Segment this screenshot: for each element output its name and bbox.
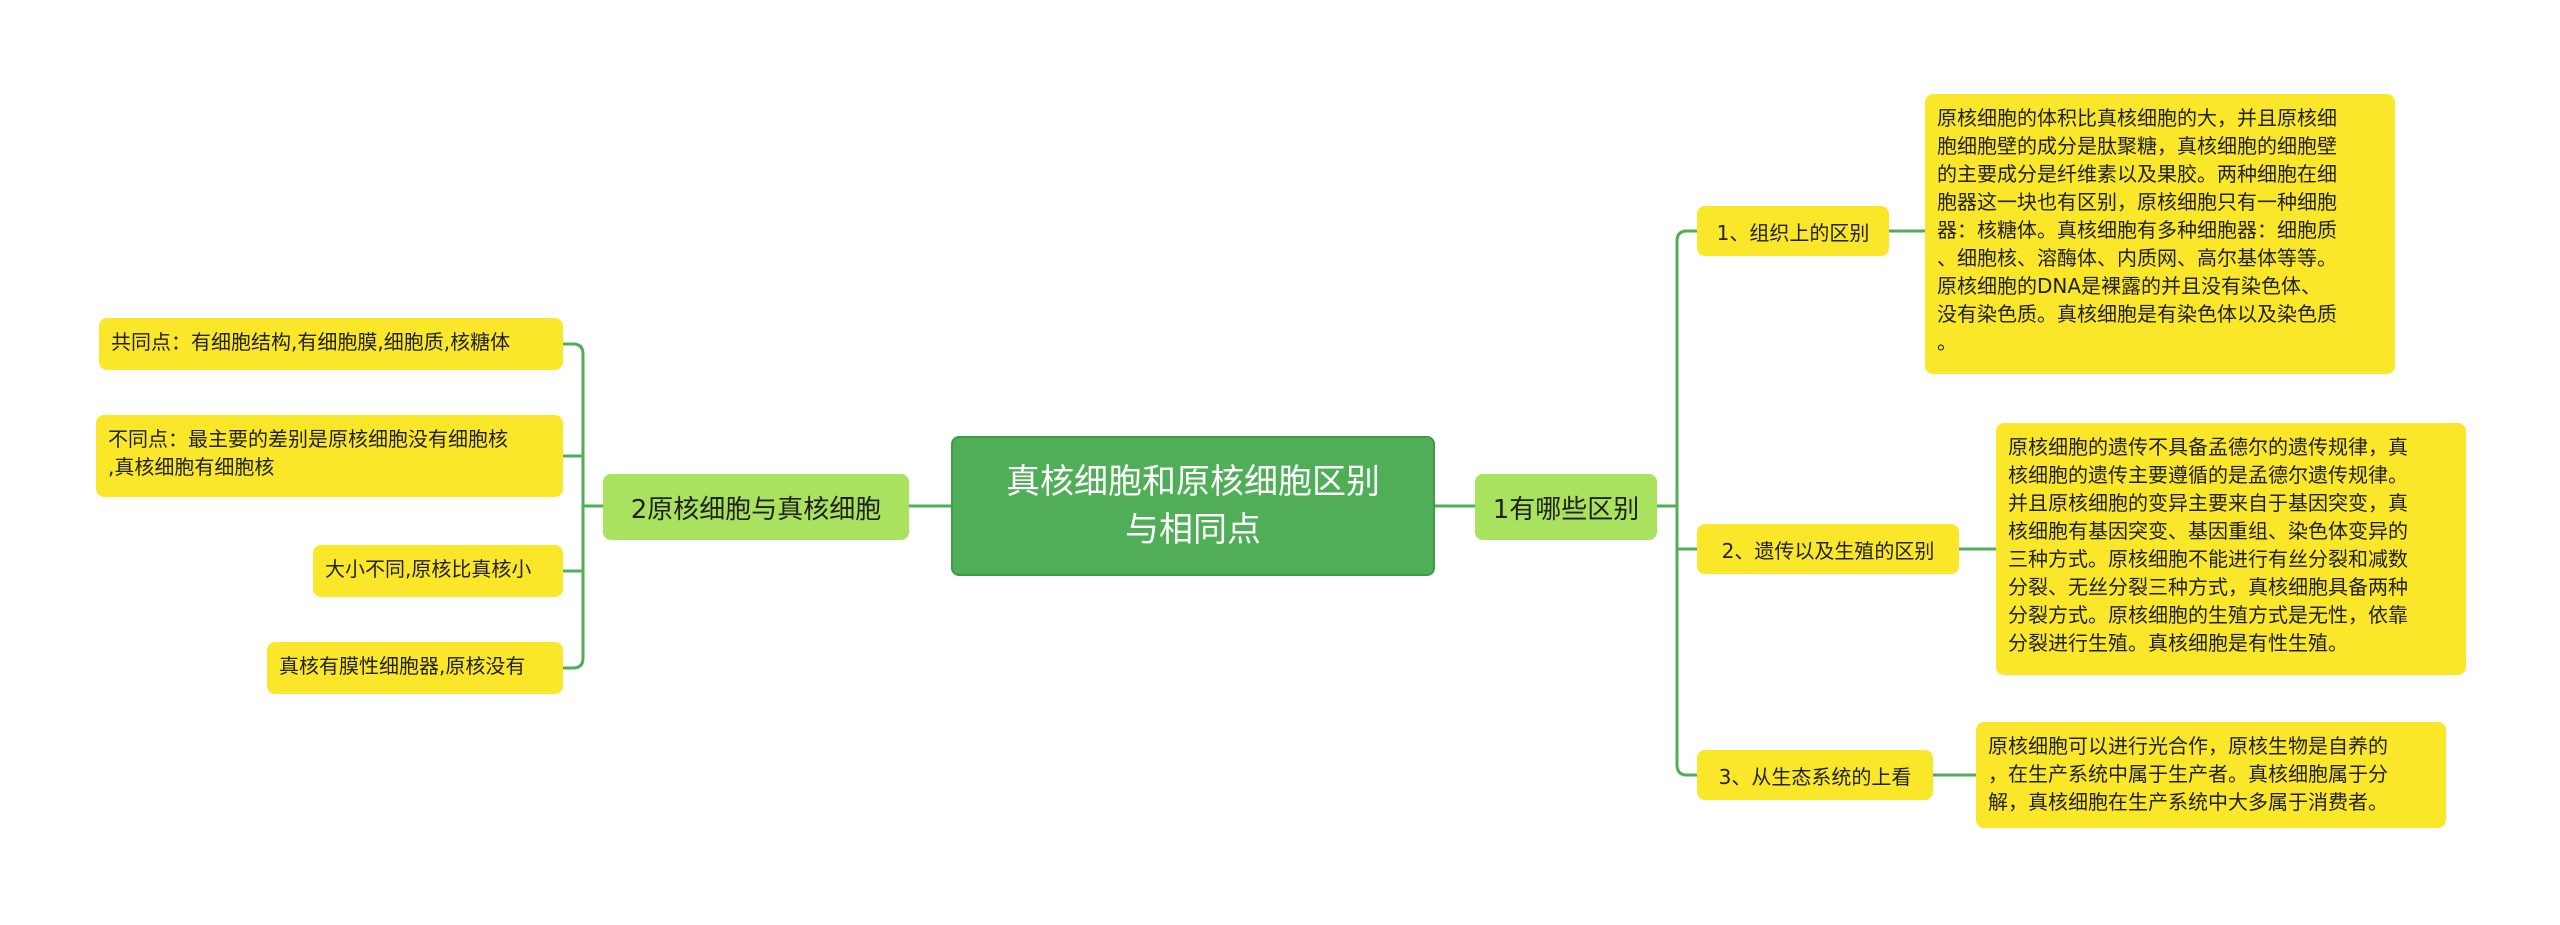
connector-left-trunk (561, 342, 605, 670)
topic-organization[interactable]: 1、组织上的区别 (1697, 206, 1889, 256)
root-topic[interactable]: 真核细胞和原核细胞区别 与相同点 (951, 436, 1435, 576)
branch-differences-label: 1有哪些区别 (1492, 494, 1640, 525)
detail-organization[interactable]: 原核细胞的体积比真核细胞的大，并且原核细 胞细胞壁的成分是肽聚糖，真核细胞的细胞… (1925, 94, 2395, 374)
topic-ecosystem-label: 3、从生态系统的上看 (1718, 764, 1912, 789)
connector-right-trunk (1655, 229, 1699, 777)
topic-heredity-reproduction[interactable]: 2、遗传以及生殖的区别 (1697, 524, 1959, 574)
leaf-similarities[interactable]: 共同点：有细胞结构,有细胞膜,细胞质,核糖体 (99, 318, 563, 370)
leaf-organelles[interactable]: 真核有膜性细胞器,原核没有 (267, 642, 563, 694)
detail-heredity-reproduction[interactable]: 原核细胞的遗传不具备孟德尔的遗传规律，真 核细胞的遗传主要遵循的是孟德尔遗传规律… (1996, 423, 2466, 675)
branch-differences[interactable]: 1有哪些区别 (1475, 474, 1657, 540)
topic-heredity-reproduction-label: 2、遗传以及生殖的区别 (1721, 538, 1935, 563)
leaf-differences[interactable]: 不同点：最主要的差别是原核细胞没有细胞核 ,真核细胞有细胞核 (96, 415, 563, 497)
detail-ecosystem[interactable]: 原核细胞可以进行光合作，原核生物是自养的 ，在生产系统中属于生产者。真核细胞属于… (1976, 722, 2446, 828)
root-topic-text: 真核细胞和原核细胞区别 与相同点 (1006, 462, 1380, 550)
topic-ecosystem[interactable]: 3、从生态系统的上看 (1697, 750, 1933, 800)
topic-organization-label: 1、组织上的区别 (1716, 220, 1870, 245)
branch-comparison-label: 2原核细胞与真核细胞 (630, 494, 882, 525)
branch-comparison[interactable]: 2原核细胞与真核细胞 (603, 474, 909, 540)
leaf-size[interactable]: 大小不同,原核比真核小 (313, 545, 563, 597)
